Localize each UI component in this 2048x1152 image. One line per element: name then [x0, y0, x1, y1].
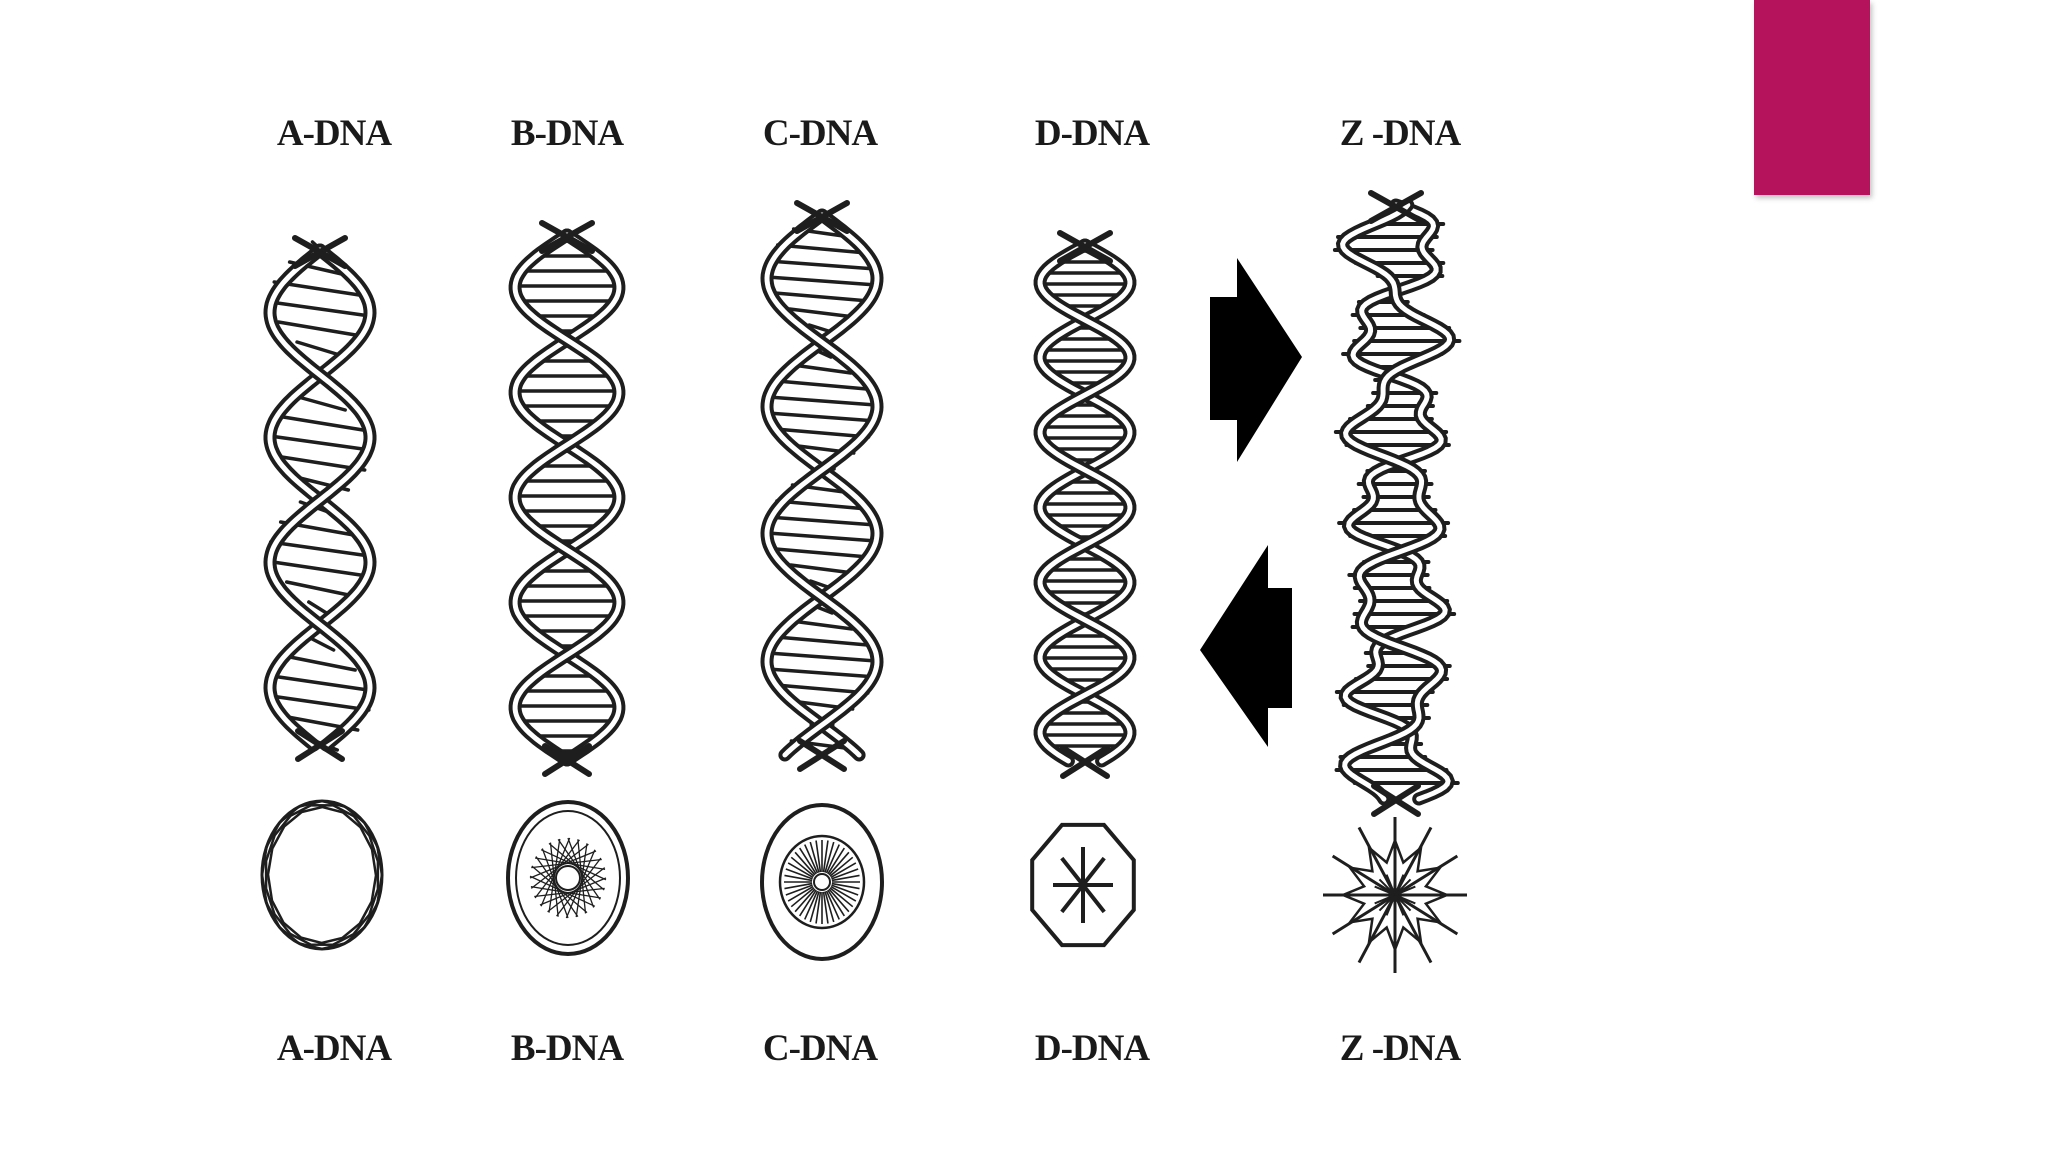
- top-label-c-dna: C-DNA: [762, 113, 878, 154]
- top-label-z-dna: Z -DNA: [1339, 113, 1461, 154]
- top-label-d-dna: D-DNA: [1034, 113, 1150, 154]
- helix-c-dna: [760, 200, 884, 772]
- bottom-label-d-dna: D-DNA: [1034, 1028, 1150, 1069]
- helix-d-dna: [1033, 230, 1137, 779]
- cross-section-b-dna: [506, 800, 630, 956]
- top-label-b-dna: B-DNA: [510, 113, 624, 154]
- right-arrow-icon: [1210, 258, 1302, 462]
- cross-section-c-dna: [760, 803, 884, 961]
- bottom-label-c-dna: C-DNA: [762, 1028, 878, 1069]
- slide-accent-bar: [1754, 0, 1870, 195]
- bottom-label-a-dna: A-DNA: [276, 1028, 392, 1069]
- bottom-label-z-dna: Z -DNA: [1339, 1028, 1461, 1069]
- cross-section-d-dna: [1030, 822, 1136, 948]
- top-label-a-dna: A-DNA: [276, 113, 392, 154]
- helix-b-dna: [508, 220, 626, 777]
- left-arrow-icon: [1200, 545, 1292, 747]
- cross-section-z-dna: [1323, 817, 1467, 973]
- bottom-label-b-dna: B-DNA: [510, 1028, 624, 1069]
- helix-z-dna: [1332, 190, 1462, 817]
- cross-section-a-dna: [260, 799, 384, 951]
- helix-a-dna: [263, 235, 377, 762]
